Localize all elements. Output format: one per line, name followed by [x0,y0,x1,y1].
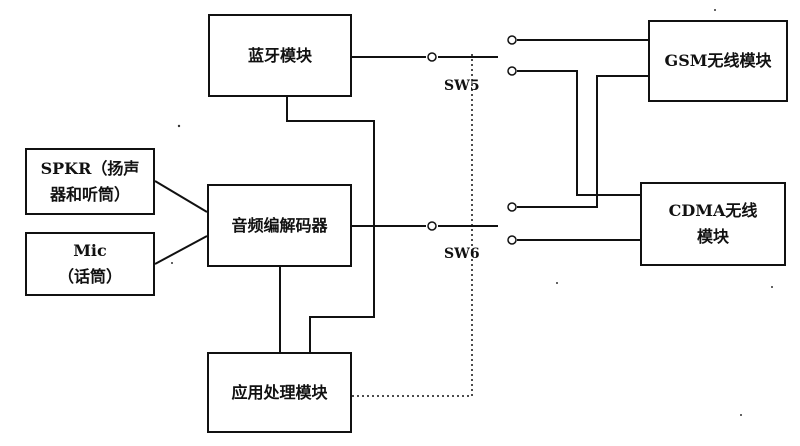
scan-speck [714,9,716,11]
mic-to-codec-line [154,235,208,265]
mic-box: Mic （话筒） [25,232,155,296]
scan-speck [177,124,181,128]
cdma-module-box: CDMA无线 模块 [640,182,786,266]
sw5-contact-b-node [507,66,517,76]
mic-label-line1: Mic [73,241,107,260]
scan-speck [556,282,558,284]
bluetooth-module-box: 蓝牙模块 [208,14,352,97]
sw6-contact-a-node [507,202,517,212]
sw5-label: SW5 [444,78,480,94]
cdma-module-label-line2: 模块 [696,227,729,246]
cdma-module-label-line1: CDMA无线 [668,201,758,220]
speaker-label-line2: 器和听筒） [49,184,130,204]
app-processor-label: 应用处理模块 [231,382,328,402]
sw6-upper-to-gsm-line [517,75,648,208]
gsm-module-label: GSM无线模块 [664,51,772,70]
sw6-label: SW6 [444,246,480,262]
sw5-lower-to-cdma-line [517,70,648,196]
sw6-pivot-node [427,221,437,231]
switch-control-dotted-line [352,54,473,397]
scan-speck [171,262,173,264]
speaker-box: SPKR（扬声 器和听筒） [25,148,155,215]
sw5-contact-a-node [507,35,517,45]
audio-codec-box: 音频编解码器 [207,184,352,267]
scan-speck [771,286,773,288]
speaker-label-line1: SPKR（扬声 [40,158,140,178]
scan-speck [740,414,742,416]
audio-codec-label: 音频编解码器 [231,215,328,235]
sw6-contact-b-node [507,235,517,245]
sw5-pivot-node [427,52,437,62]
bluetooth-to-app-line [286,97,375,352]
bluetooth-module-label: 蓝牙模块 [247,45,312,65]
speaker-to-codec-line [154,180,208,213]
gsm-module-box: GSM无线模块 [648,20,788,102]
mic-label-line2: （话筒） [57,267,122,286]
app-processor-box: 应用处理模块 [207,352,352,433]
